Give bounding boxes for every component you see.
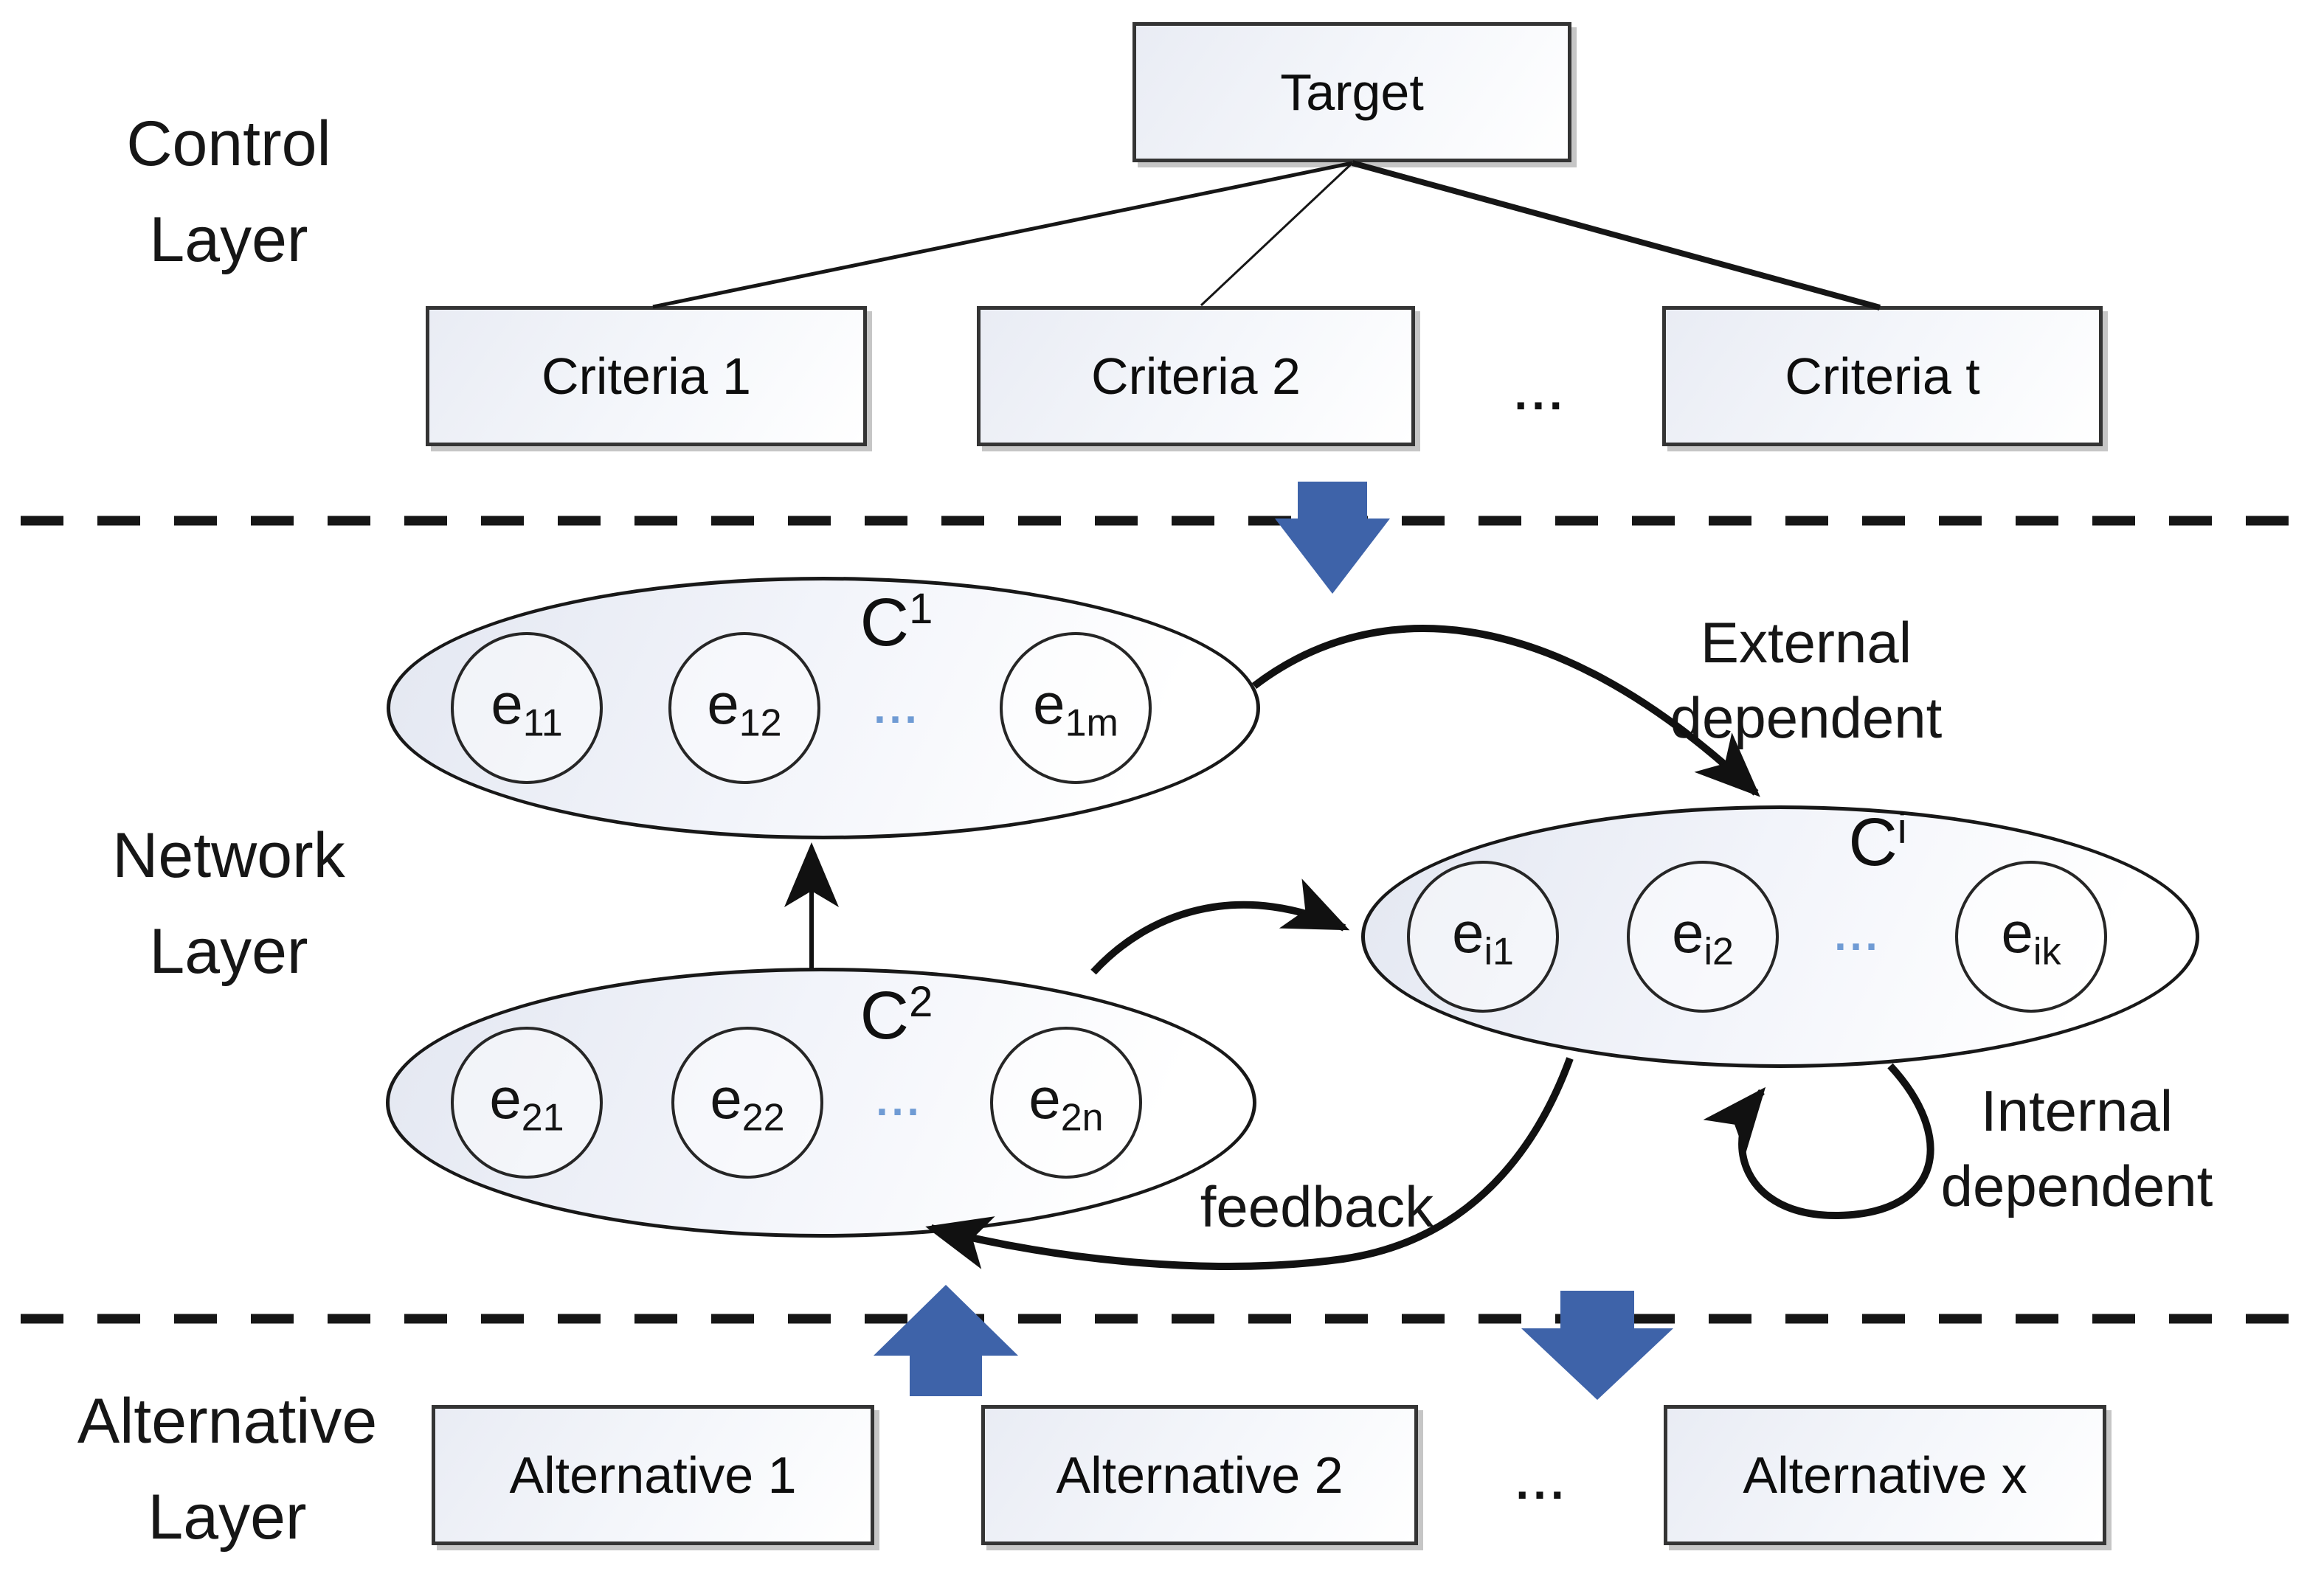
annotation-external-dependent: External dependent (1585, 605, 2027, 755)
criteria-t-label: Criteria t (1785, 347, 1980, 405)
alternative-x-box: Alternative x (1664, 1405, 2106, 1545)
element-circle-e21: e21 (451, 1027, 603, 1179)
element-label-ei1: ei1 (1452, 900, 1514, 974)
element-circle-e12: e12 (668, 632, 820, 784)
cluster-c1-name: C (860, 585, 910, 660)
line-target-to-criteria-2 (1200, 162, 1354, 307)
criteria-t-box: Criteria t (1662, 306, 2103, 446)
alternative-2-box: Alternative 2 (981, 1405, 1418, 1545)
alternative-2-label: Alternative 2 (1056, 1446, 1343, 1504)
element-label-e22: e22 (710, 1066, 785, 1140)
cluster-c2-name: C (860, 978, 910, 1053)
element-circle-ei1: ei1 (1407, 861, 1559, 1013)
element-label-e1m: e1m (1033, 671, 1118, 745)
arrow-c2-to-ci (1090, 878, 1350, 975)
element-label-eik: eik (2001, 900, 2061, 974)
element-label-e12: e12 (707, 671, 782, 745)
cluster-c2-ellipsis: ... (876, 1076, 923, 1125)
network-layer-label-line1: Network (112, 820, 345, 891)
alternative-1-label: Alternative 1 (509, 1446, 797, 1504)
criteria-1-label: Criteria 1 (542, 347, 751, 405)
alternative-1-box: Alternative 1 (432, 1405, 874, 1545)
criteria-2-label: Criteria 2 (1091, 347, 1301, 405)
control-layer-label: Control Layer (37, 96, 421, 288)
cluster-c2-sub: 2 (909, 978, 933, 1026)
network-layer-label-line2: Layer (149, 916, 308, 987)
cluster-ci-ellipsis: ... (1834, 911, 1881, 960)
criteria-1-box: Criteria 1 (426, 306, 867, 446)
element-circle-eik: eik (1955, 861, 2107, 1013)
annotation-external-line2: dependent (1670, 685, 1943, 750)
annotation-internal-line1: Internal (1980, 1078, 2173, 1143)
control-layer-label-line2: Layer (149, 204, 308, 275)
element-circle-ei2: ei2 (1627, 861, 1779, 1013)
element-label-e2n: e2n (1028, 1066, 1104, 1140)
element-label-e21: e21 (489, 1066, 564, 1140)
target-label: Target (1280, 63, 1424, 121)
element-circle-e2n: e2n (990, 1027, 1142, 1179)
alternative-layer-label: Alternative Layer (35, 1373, 419, 1565)
element-label-e11: e11 (491, 671, 563, 745)
cluster-ci-sub: i (1897, 805, 1907, 853)
alternative-ellipsis: ... (1515, 1456, 1569, 1509)
target-box: Target (1132, 22, 1571, 162)
element-circle-e11: e11 (451, 632, 603, 784)
element-circle-e1m: e1m (1000, 632, 1152, 784)
criteria-2-box: Criteria 2 (977, 306, 1415, 446)
annotation-feedback: feedback (1200, 1174, 1434, 1239)
blue-arrow-alternative-to-network (874, 1285, 1018, 1396)
cluster-c1-ellipsis: ... (874, 684, 921, 732)
annotation-internal-line2: dependent (1940, 1154, 2213, 1218)
annotation-external-line1: External (1700, 610, 1912, 675)
element-circle-e22: e22 (671, 1027, 823, 1179)
annotation-internal-dependent: Internal dependent (1856, 1073, 2298, 1224)
cluster-ci-name: C (1848, 805, 1898, 880)
blue-arrow-control-to-network (1275, 482, 1390, 594)
cluster-c1-sub: 1 (909, 585, 933, 633)
element-label-ei2: ei2 (1672, 900, 1734, 974)
line-target-to-criteria-t (1351, 160, 1881, 311)
alternative-layer-label-line1: Alternative (77, 1386, 378, 1457)
alternative-x-label: Alternative x (1743, 1446, 2027, 1504)
alternative-layer-label-line2: Layer (148, 1482, 307, 1553)
control-layer-label-line1: Control (126, 108, 331, 179)
blue-arrow-network-to-alternative (1521, 1291, 1673, 1400)
line-target-to-criteria-1 (652, 161, 1353, 309)
network-layer-label: Network Layer (37, 808, 421, 999)
criteria-ellipsis: ... (1514, 367, 1567, 420)
